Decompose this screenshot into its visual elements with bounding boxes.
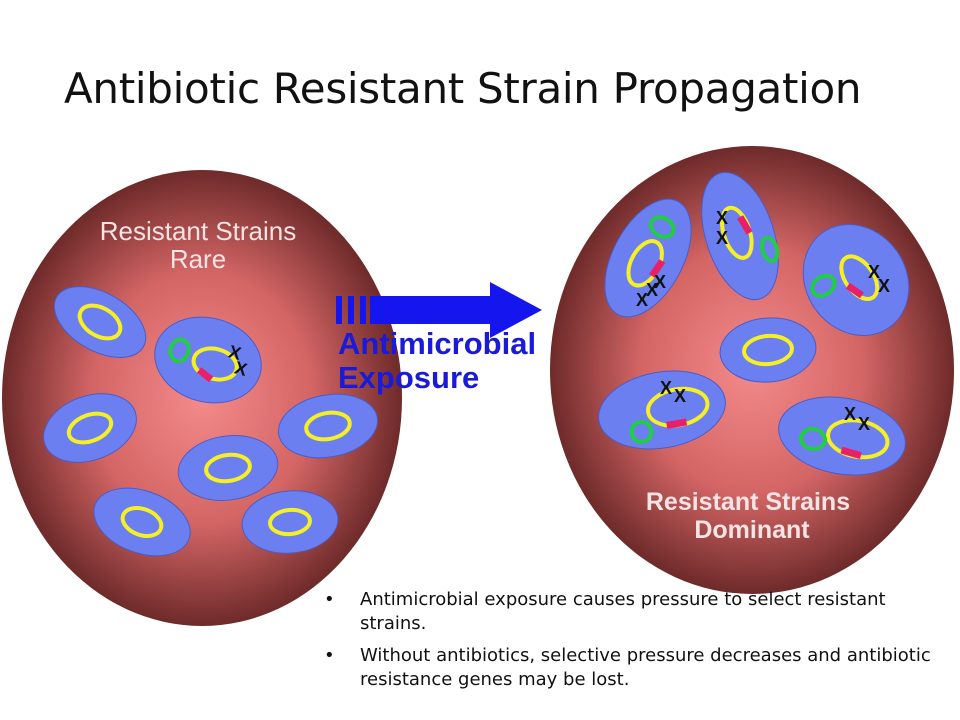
susceptible-cell (177, 435, 279, 501)
resistant-cell (778, 396, 906, 476)
left-population: Resistant Strains Rare (2, 170, 402, 626)
resistance-gene (649, 259, 666, 278)
susceptible-cell (53, 286, 147, 358)
mutation-mark: X (660, 378, 672, 398)
mutation-mark: X (232, 358, 249, 380)
plasmid (629, 419, 654, 444)
mutation-mark: X (844, 404, 856, 424)
resistant-cell (802, 224, 910, 336)
right-population: Resistant Strains Dominant X X X X X X (550, 146, 954, 594)
resistance-gene (845, 282, 864, 299)
arrow-label-line1: Antimicrobial (338, 326, 536, 361)
susceptible-cell (719, 317, 817, 383)
arrow-shaft (370, 282, 542, 338)
mutation-mark: X (878, 276, 890, 296)
left-population-label-line2: Rare (170, 244, 226, 274)
plasmid (760, 235, 780, 264)
bullet-item: Antimicrobial exposure causes pressure t… (320, 588, 950, 636)
arrow-label-line2: Exposure (338, 360, 479, 395)
resistance-gene (737, 215, 753, 235)
resistant-cell: X X (154, 316, 262, 404)
chromosome (742, 333, 794, 367)
susceptible-cell (93, 487, 191, 557)
chromosome (304, 410, 352, 442)
susceptible-cell (241, 490, 339, 554)
mutation-mark: X (646, 280, 658, 300)
arrow-tick (360, 296, 366, 324)
arrow-tick (336, 296, 342, 324)
resistance-gene (840, 446, 862, 459)
right-population-label-line2: Dominant (694, 516, 810, 544)
mutation-mark: X (858, 414, 870, 434)
mutation-mark: X (716, 228, 728, 248)
exposure-arrow: Antimicrobial Exposure (336, 282, 542, 395)
bullet-item: Without antibiotics, selective pressure … (320, 644, 950, 692)
mutation-mark: X (226, 341, 243, 363)
chromosome (120, 505, 164, 539)
susceptible-cell (43, 393, 137, 463)
chromosome (268, 507, 312, 537)
resistance-gene (196, 367, 214, 383)
resistant-cell (701, 171, 780, 301)
mutation-mark: X (654, 272, 666, 292)
right-population-label-line1: Resistant Strains (646, 488, 850, 516)
plasmid (168, 337, 191, 364)
mutation-mark: X (868, 262, 880, 282)
left-population-label-line1: Resistant Strains (100, 216, 297, 246)
arrow-tick (348, 296, 354, 324)
slide-title: Antibiotic Resistant Strain Propagation (64, 64, 862, 113)
plasmid (810, 273, 837, 298)
mutation-mark: X (636, 290, 648, 310)
mutation-mark: X (716, 208, 728, 228)
resistant-cell (598, 370, 726, 450)
resistance-gene (666, 418, 688, 429)
plasmid (648, 215, 676, 239)
bullet-list: Antimicrobial exposure causes pressure t… (320, 588, 950, 700)
resistant-cell (604, 198, 692, 318)
susceptible-cell (277, 393, 379, 459)
mutation-mark: X (674, 386, 686, 406)
chromosome (204, 452, 252, 484)
plasmid (799, 426, 827, 452)
